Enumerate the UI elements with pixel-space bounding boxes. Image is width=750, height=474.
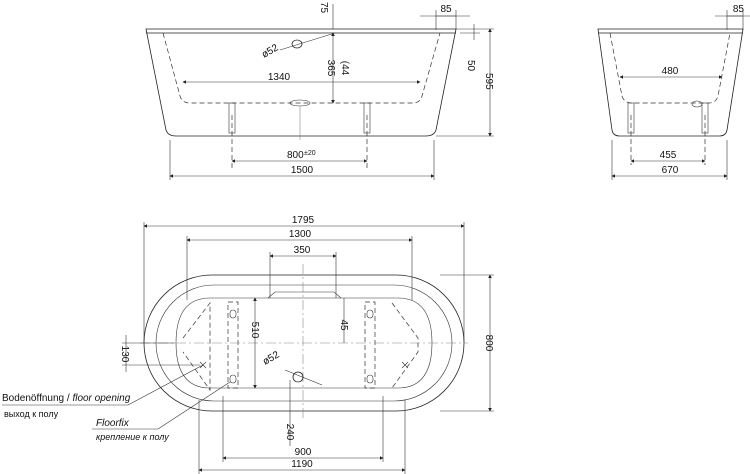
front-dim-1500: 1500 [291, 165, 314, 176]
top-dim-1190: 1190 [291, 459, 313, 470]
front-view: 1340 365 (44 ø52 75 85 50 595 800 ±20 15… [145, 2, 494, 180]
front-dim-50: 50 [465, 60, 476, 72]
side-dim-670: 670 [662, 165, 679, 176]
front-dim-85: 85 [440, 4, 452, 15]
front-dim-440: (44 [339, 61, 350, 76]
top-dim-900: 900 [295, 447, 312, 458]
top-inner-basin [175, 297, 433, 389]
top-dim-800: 800 [483, 335, 494, 352]
front-dim-800: 800 [287, 150, 304, 161]
side-inner-basin [609, 32, 731, 104]
side-dim-85: 85 [733, 4, 745, 15]
top-view: ø52 1795 1300 350 510 45 800 [2, 215, 494, 474]
front-inner-basin [162, 32, 441, 104]
side-dim-480: 480 [662, 66, 679, 77]
floor-opening-label: Bodenöffnung / floor opening [2, 393, 131, 404]
top-dim-1300: 1300 [289, 229, 312, 240]
front-tub-outline [145, 28, 457, 137]
top-dim-52: ø52 [261, 349, 282, 367]
front-feet [228, 102, 371, 170]
front-dim-595: 595 [483, 73, 494, 90]
floor-opening-de: Bodenöffnung / [2, 393, 72, 404]
front-overflow-leader [279, 32, 336, 51]
floor-opening-en: floor opening [72, 393, 130, 404]
top-support-rails [182, 301, 419, 392]
top-dim-45: 45 [338, 319, 349, 331]
top-dim-350: 350 [294, 245, 311, 256]
floor-opening-leader [127, 364, 204, 406]
top-dim-130: 130 [119, 346, 130, 363]
floorfix-ru: крепление к полу [96, 432, 169, 442]
front-overflow-icon [291, 39, 303, 49]
front-dim-1340: 1340 [268, 72, 291, 83]
top-dim-240: 240 [284, 424, 295, 441]
floorfix-en: Floorfix [96, 418, 130, 429]
front-dim-75: 75 [318, 2, 329, 14]
top-dim-1795: 1795 [292, 215, 315, 226]
front-dim-365: 365 [325, 60, 336, 77]
floor-opening-ru: выход к полу [4, 409, 59, 419]
top-dim-510: 510 [249, 322, 260, 339]
front-dim-52: ø52 [260, 42, 281, 60]
top-overflow-plate [267, 291, 342, 299]
floorfix-leader [157, 381, 231, 430]
side-dim-455: 455 [660, 150, 677, 161]
front-dim-800-tolerance: ±20 [304, 150, 316, 157]
side-view: 85 480 455 670 [597, 4, 750, 180]
side-tub-outline [597, 28, 744, 137]
